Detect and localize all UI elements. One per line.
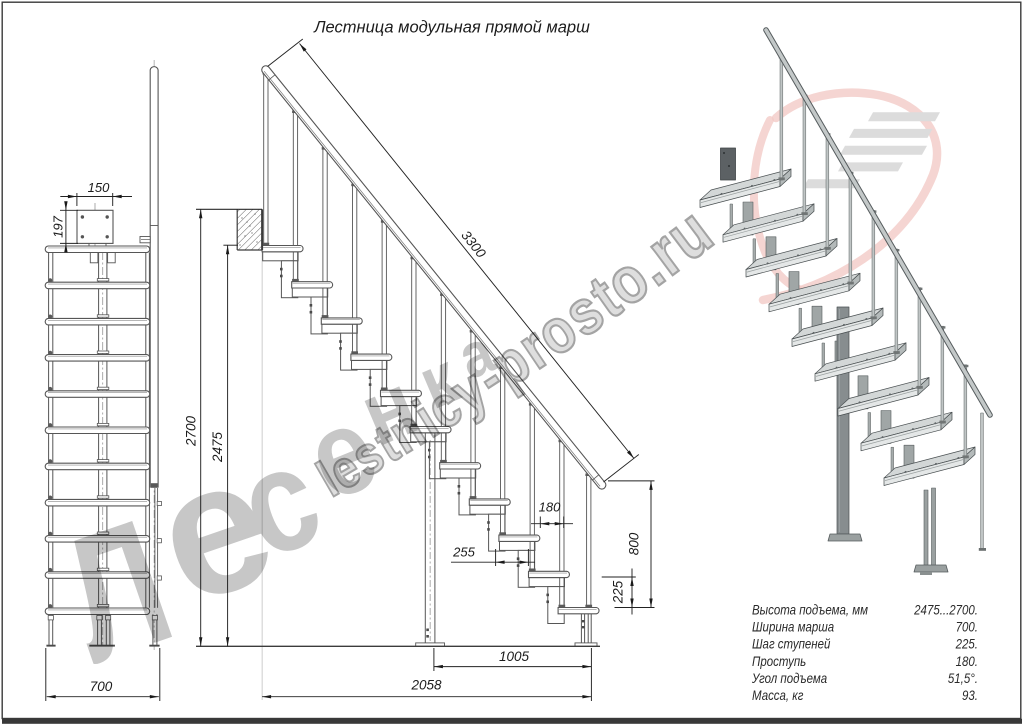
- svg-text:93.: 93.: [962, 687, 978, 703]
- svg-text:225.: 225.: [955, 636, 978, 652]
- svg-text:800: 800: [627, 532, 642, 555]
- svg-text:2700: 2700: [184, 415, 199, 447]
- svg-text:197: 197: [51, 215, 66, 237]
- svg-text:Шаг ступеней: Шаг ступеней: [752, 636, 830, 652]
- svg-text:Проступь: Проступь: [752, 653, 806, 669]
- svg-text:180.: 180.: [956, 653, 978, 669]
- svg-text:150: 150: [88, 180, 110, 195]
- svg-text:2058: 2058: [410, 678, 442, 693]
- svg-text:700.: 700.: [956, 618, 978, 634]
- svg-text:Ширина марша: Ширина марша: [752, 618, 834, 634]
- svg-text:Высота подъема, мм: Высота подъема, мм: [752, 601, 868, 617]
- svg-text:700: 700: [90, 679, 113, 694]
- svg-text:180: 180: [539, 500, 561, 515]
- svg-text:Масса, кг: Масса, кг: [752, 687, 804, 703]
- svg-text:255: 255: [452, 545, 475, 560]
- svg-text:51,5°.: 51,5°.: [948, 670, 978, 686]
- svg-text:2475...2700.: 2475...2700.: [913, 601, 978, 617]
- svg-text:2475: 2475: [210, 431, 225, 463]
- svg-text:Лестница модульная прямой марш: Лестница модульная прямой марш: [313, 19, 590, 37]
- svg-text:225: 225: [611, 580, 626, 604]
- svg-text:Угол подъема: Угол подъема: [751, 670, 827, 686]
- svg-text:1005: 1005: [499, 649, 530, 664]
